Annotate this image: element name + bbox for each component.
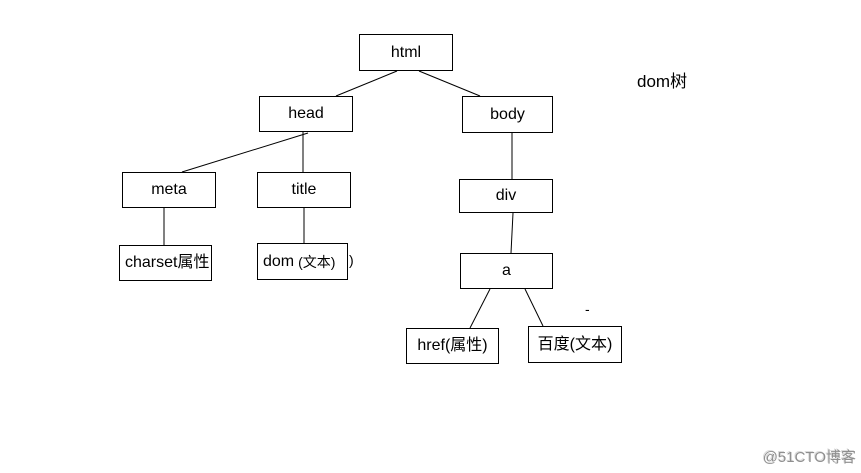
node-charset-attr: charset属性: [119, 245, 212, 281]
node-head-label: head: [288, 105, 324, 122]
stray-paren-mark: ): [349, 252, 354, 268]
connector-div-a: [510, 212, 514, 254]
node-meta: meta: [122, 172, 216, 208]
node-div-label: div: [495, 187, 517, 204]
connector-a-baidu: [524, 288, 544, 327]
node-head: head: [259, 96, 353, 132]
node-href-attr: href(属性): [406, 328, 499, 364]
diagram-caption: dom树: [637, 72, 688, 91]
connector-html-body: [418, 70, 481, 97]
watermark-51cto: @51CTO博客: [762, 449, 856, 466]
dash-mark: -: [585, 301, 590, 317]
node-href-attr-label: href(属性): [417, 337, 488, 354]
node-title: title: [257, 172, 351, 208]
node-baidu-text-label: 百度(文本): [537, 335, 613, 353]
node-charset-attr-label: charset属性: [125, 254, 210, 271]
node-body: body: [462, 96, 553, 133]
node-dom-text-label: dom: [263, 252, 295, 270]
node-a: a: [460, 253, 553, 289]
connector-head-meta: [181, 132, 309, 173]
node-dom-text: dom (文本): [257, 243, 348, 280]
node-body-label: body: [490, 105, 525, 123]
node-a-label: a: [502, 262, 511, 279]
node-meta-label: meta: [151, 181, 187, 198]
node-div: div: [459, 179, 553, 213]
node-dom-text-suffix-label: (文本): [298, 253, 336, 270]
connector-a-href: [469, 288, 491, 329]
node-title-label: title: [291, 181, 317, 198]
node-html-label: html: [390, 43, 422, 61]
node-baidu-text: 百度(文本): [528, 326, 622, 363]
connector-html-head: [335, 70, 398, 97]
node-html: html: [359, 34, 453, 71]
